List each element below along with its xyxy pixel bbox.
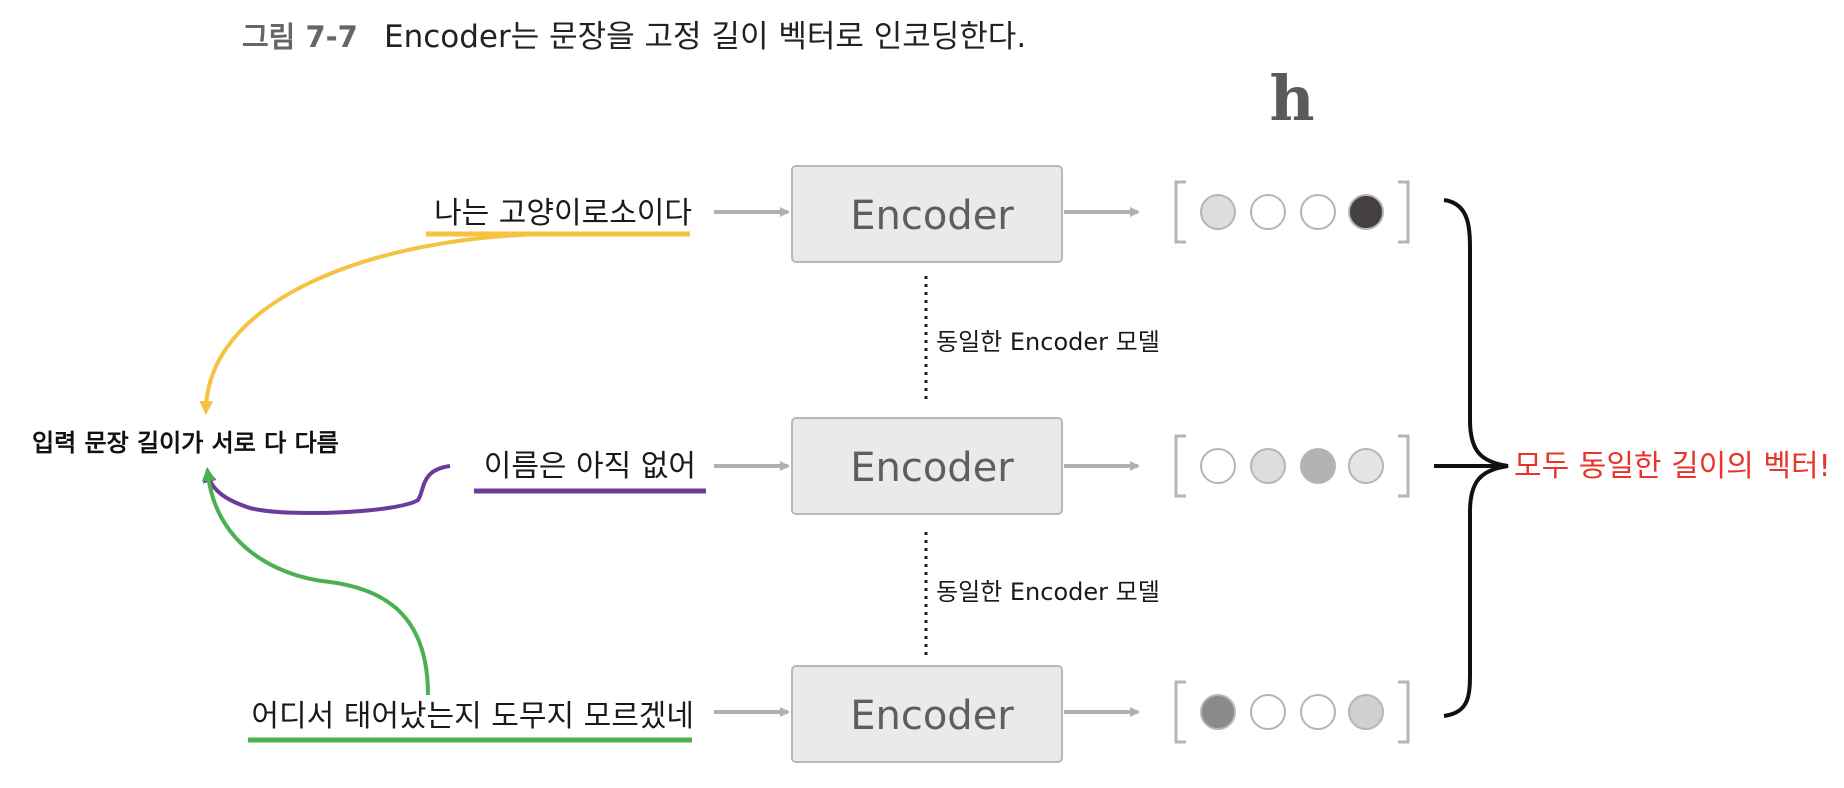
encoder-box-3 (791, 665, 1063, 763)
right-curly-brace-icon (1443, 198, 1509, 718)
vector-bracket-right-1 (1398, 180, 1410, 244)
vector-cell-3-3 (1300, 694, 1336, 730)
yellow-curve-arrow (199, 232, 546, 415)
vector-bracket-right-3 (1398, 680, 1410, 744)
vector-symbol-h: h (1269, 62, 1314, 135)
vector-cell-1-3 (1300, 194, 1336, 230)
vector-cell-1-1 (1200, 194, 1236, 230)
same-model-label-2: 동일한 Encoder 모델 (936, 578, 1160, 606)
left-label: 입력 문장 길이가 서로 다 다름 (32, 429, 339, 457)
vector-bracket-left-2 (1174, 434, 1186, 498)
vector-cell-3-2 (1250, 694, 1286, 730)
purple-curve-arrow (203, 464, 451, 516)
sentence-1: 나는 고양이로소이다 (434, 196, 692, 231)
vector-cell-2-2 (1250, 448, 1286, 484)
vector-cell-3-4 (1348, 694, 1384, 730)
figure-number: 그림 7-7 (242, 20, 358, 54)
same-model-label-1: 동일한 Encoder 모델 (936, 328, 1160, 356)
figure-caption: Encoder는 문장을 고정 길이 벡터로 인코딩한다. (384, 19, 1026, 55)
right-label: 모두 동일한 길이의 벡터! (1514, 449, 1831, 484)
vector-bracket-left-1 (1174, 180, 1186, 244)
encoder-box-2 (791, 417, 1063, 515)
vector-cell-1-2 (1250, 194, 1286, 230)
vector-cell-2-1 (1200, 448, 1236, 484)
vector-bracket-left-3 (1174, 680, 1186, 744)
vector-cell-1-4 (1348, 194, 1384, 230)
sentence-3: 어디서 태어났는지 도무지 모르겠네 (251, 699, 694, 734)
vector-cell-3-1 (1200, 694, 1236, 730)
vector-bracket-right-2 (1398, 434, 1410, 498)
vector-circles (1200, 194, 1384, 730)
encoder-label-2: Encoder (850, 445, 1014, 491)
encoder-box-1 (791, 165, 1063, 263)
encoder-label-1: Encoder (850, 193, 1014, 239)
sentence-2: 이름은 아직 없어 (484, 449, 696, 484)
green-curve-arrow (201, 467, 430, 696)
encoder-label-3: Encoder (850, 693, 1014, 739)
vector-cell-2-3 (1300, 448, 1336, 484)
vector-cell-2-4 (1348, 448, 1384, 484)
